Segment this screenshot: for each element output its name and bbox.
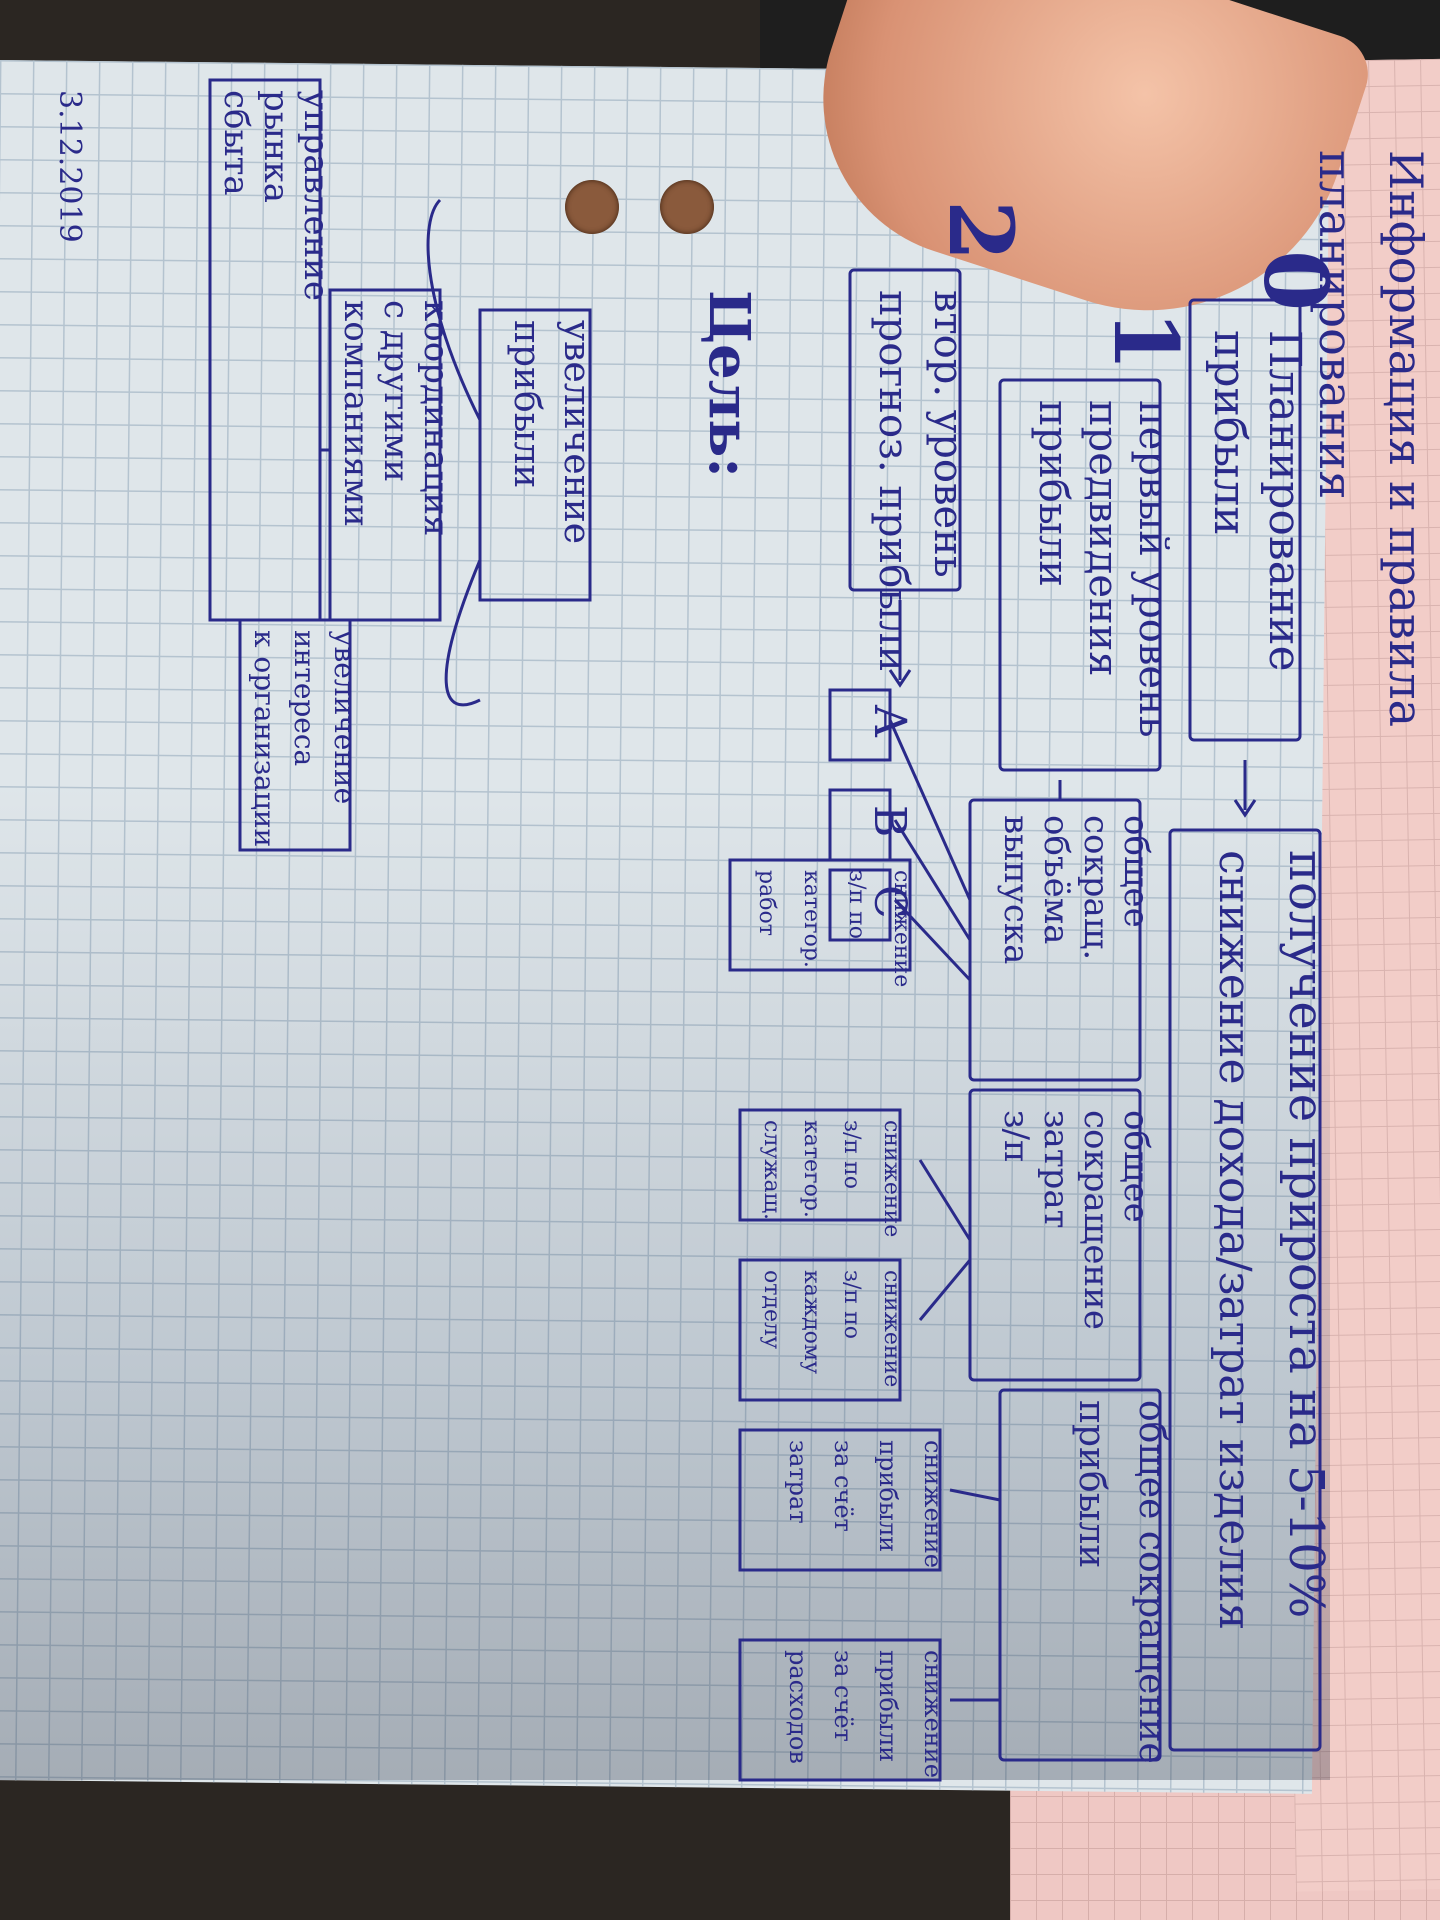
level2-line-2: прогноз. прибыли — [870, 290, 916, 672]
box-level1 — [998, 378, 1162, 772]
level2-number: 2 — [929, 200, 1033, 261]
goal-box1-line-1: увеличение — [556, 320, 597, 544]
sub-box-4 — [738, 1428, 942, 1572]
box-profit — [998, 1388, 1162, 1762]
sub5-line-4: расходов — [784, 1650, 812, 1764]
sub2-line-3: категор. — [799, 1120, 824, 1218]
node-costs-1: общее — [1116, 1110, 1156, 1223]
goal-box-1 — [478, 308, 592, 602]
arrow — [888, 719, 972, 901]
arrow — [426, 198, 482, 421]
sub-box-2 — [738, 1108, 902, 1222]
box-planning — [1188, 298, 1302, 742]
date-note: 3.12.2019 — [52, 90, 87, 243]
goals-title: Цель: — [696, 290, 762, 478]
goal-box-4 — [208, 78, 322, 622]
zero-label-1: Планирование — [1259, 330, 1310, 672]
node-costs-3: затрат — [1036, 1110, 1076, 1228]
level1-line-1: первый уровень — [1130, 400, 1176, 738]
arrow — [918, 1259, 972, 1321]
sub2-line-2: з/п по — [839, 1120, 864, 1189]
arrow — [1233, 760, 1257, 818]
sub-box-3 — [738, 1258, 902, 1402]
box-c-label: C — [864, 885, 915, 919]
box-c — [828, 868, 892, 942]
box-a-label: A — [864, 704, 915, 738]
goal-box-2 — [328, 288, 442, 622]
sub2-line-1: снижение — [879, 1120, 904, 1237]
arrow — [893, 898, 972, 982]
goal-box2-line-1: координация — [416, 300, 456, 536]
sub5-line-2: прибыли — [874, 1650, 902, 1762]
zero-number: 0 — [1244, 250, 1348, 311]
sub4-line-2: прибыли — [874, 1440, 902, 1552]
pink-line-1: Информация и правила — [1379, 150, 1433, 727]
sub3-line-3: каждому — [799, 1270, 824, 1374]
goal-box3-line-3: к организации — [248, 630, 281, 847]
goal-line-2: снижение дохода/затрат изделия — [1209, 850, 1260, 1630]
level2-line-1: втор. уровень — [925, 290, 971, 578]
box-goal — [1168, 828, 1322, 1752]
box-costs — [968, 1088, 1142, 1382]
pink-line-2: планирования — [1309, 150, 1363, 499]
sub1-line-3: категор. — [799, 870, 824, 968]
punch-hole — [660, 180, 714, 234]
sub3-line-1: снижение — [879, 1270, 904, 1387]
sub3-line-4: отделу — [759, 1270, 784, 1349]
goal-line-1: получение прироста на 5-10% — [1278, 850, 1334, 1618]
arrow — [893, 819, 972, 941]
node-volume-2: сокращ. — [1076, 815, 1116, 960]
sub4-line-3: за счёт — [829, 1440, 857, 1532]
box-a — [828, 688, 892, 762]
level1-number: 1 — [1094, 310, 1198, 371]
node-volume-3: объёма — [1036, 815, 1076, 944]
goal-box1-line-2: прибыли — [506, 320, 547, 488]
sub2-line-4: служащ. — [759, 1120, 784, 1220]
paper-shadow — [0, 780, 1330, 1780]
goal-box3-line-1: увеличение — [328, 630, 361, 804]
sub5-line-3: за счёт — [829, 1650, 857, 1742]
box-b-label: B — [864, 805, 915, 837]
box-level2 — [848, 268, 962, 592]
punch-hole — [565, 180, 619, 234]
node-costs-4: з/п — [996, 1110, 1036, 1163]
sub3-line-2: з/п по — [839, 1270, 864, 1339]
level1-line-3: прибыли — [1030, 400, 1076, 587]
level1-line-2: предвидения — [1080, 400, 1126, 677]
node-volume-4: выпуска — [996, 815, 1036, 964]
sub-box-5 — [738, 1638, 942, 1782]
goal-box2-line-3: компаниями — [336, 300, 376, 527]
sub1-line-1: снижение — [889, 870, 914, 987]
goal-box4-line-3: сбыта — [216, 90, 256, 196]
arrow — [949, 1488, 1001, 1502]
goal-box4-line-1: управление — [296, 90, 336, 301]
node-profit-2: прибыли — [1071, 1400, 1112, 1568]
sub1-line-4: работ — [754, 870, 779, 936]
sub1-line-2: з/п по — [844, 870, 869, 939]
arrow — [888, 600, 912, 688]
node-costs-2: сокращение — [1076, 1110, 1116, 1330]
arrow — [918, 1159, 972, 1241]
goal-box4-line-2: рынка — [256, 90, 296, 203]
goal-box3-line-2: интереса — [288, 630, 321, 766]
node-profit-1: общее сокращение — [1131, 1400, 1172, 1764]
sub5-line-1: снижение — [919, 1650, 947, 1778]
zero-label-2: прибыли — [1204, 330, 1255, 536]
sub4-line-4: затрат — [784, 1440, 812, 1524]
sub4-line-1: снижение — [919, 1440, 947, 1568]
goal-box2-line-2: с другими — [376, 300, 416, 482]
arrow — [444, 559, 482, 707]
node-volume-1: общее — [1116, 815, 1156, 928]
